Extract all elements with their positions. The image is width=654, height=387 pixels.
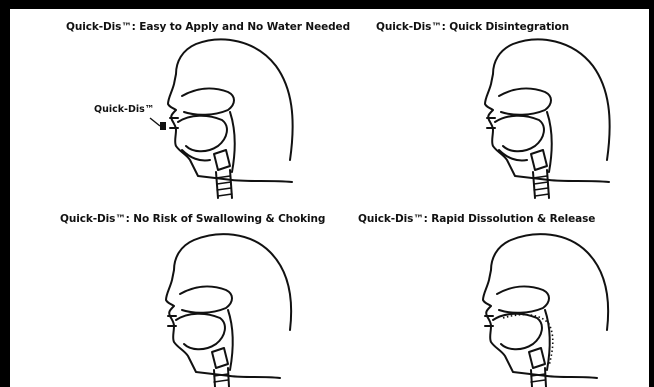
head-cross-section-illustration xyxy=(0,200,327,387)
pharynx xyxy=(228,310,233,370)
head-cross-section-illustration xyxy=(0,0,327,200)
panel-no-choking: Quick-Dis™: No Risk of Swallowing & Chok… xyxy=(0,200,327,387)
quick-dis-film xyxy=(160,122,166,130)
pharynx xyxy=(547,112,552,172)
tongue xyxy=(176,314,225,350)
right-border xyxy=(649,0,654,387)
panel-rapid-dissolution: Quick-Dis™: Rapid Dissolution & Release xyxy=(327,200,649,387)
head-outline xyxy=(485,39,610,182)
dissolution-path xyxy=(503,315,553,366)
pharynx xyxy=(545,310,550,370)
trachea xyxy=(214,368,229,387)
nasal-cavity xyxy=(182,89,234,115)
head-cross-section-illustration xyxy=(327,200,649,387)
head-cross-section-illustration xyxy=(327,0,649,200)
tongue xyxy=(493,314,542,350)
larynx xyxy=(212,348,228,368)
pharynx xyxy=(230,112,235,172)
larynx xyxy=(529,348,545,368)
head-outline xyxy=(168,39,293,182)
panel-easy-to-apply: Quick-Dis™: Easy to Apply and No Water N… xyxy=(0,0,327,200)
quick-dis-callout-label: Quick-Dis™ xyxy=(94,104,154,115)
nasal-cavity xyxy=(497,287,549,313)
trachea xyxy=(531,368,546,387)
callout-pointer xyxy=(150,118,160,126)
nasal-cavity xyxy=(499,89,551,115)
larynx xyxy=(531,150,547,170)
tongue xyxy=(178,116,227,152)
panel-quick-disintegration: Quick-Dis™: Quick Disintegration xyxy=(327,0,649,200)
larynx xyxy=(214,150,230,170)
tongue xyxy=(495,116,544,152)
nasal-cavity xyxy=(180,287,232,313)
